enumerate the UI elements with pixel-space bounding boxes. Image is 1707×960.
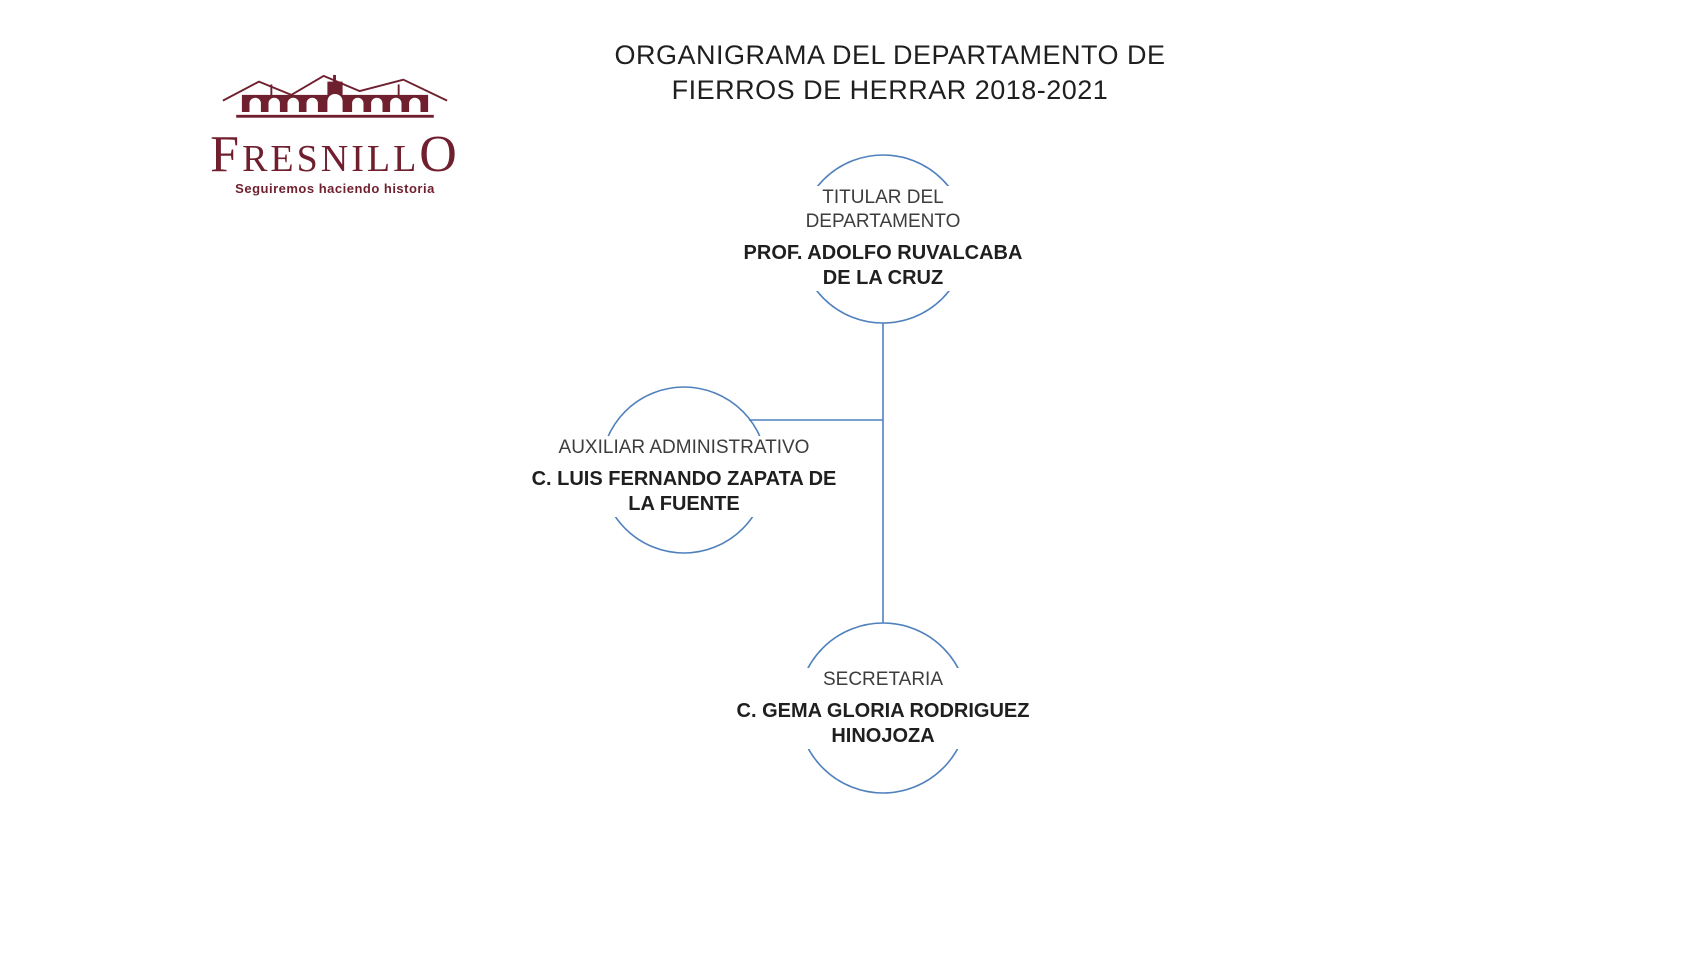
auxiliar-name-line2: LA FUENTE [628, 493, 740, 515]
titular-name: PROF. ADOLFO RUVALCABA DE LA CRUZ [744, 241, 1023, 291]
org-node-secretaria: SECRETARIA C. GEMA GLORIA RODRIGUEZ HINO… [728, 668, 1038, 749]
auxiliar-role: AUXILIAR ADMINISTRATIVO [532, 436, 837, 460]
org-node-titular: TITULAR DEL DEPARTAMENTO PROF. ADOLFO RU… [735, 186, 1031, 291]
page-title: ORGANIGRAMA DEL DEPARTAMENTO DE FIERROS … [614, 38, 1165, 108]
titular-role-line2: DEPARTAMENTO [805, 211, 961, 232]
titular-role: TITULAR DEL DEPARTAMENTO [744, 186, 1023, 234]
secretaria-name-line2: HINOJOZA [831, 725, 935, 747]
org-node-auxiliar: AUXILIAR ADMINISTRATIVO C. LUIS FERNANDO… [523, 436, 845, 517]
secretaria-name: C. GEMA GLORIA RODRIGUEZ HINOJOZA [737, 699, 1030, 749]
secretaria-role: SECRETARIA [737, 668, 1030, 692]
page-title-line1: ORGANIGRAMA DEL DEPARTAMENTO DE [614, 40, 1166, 70]
fresnillo-emblem-icon [222, 74, 448, 118]
titular-name-line2: DE LA CRUZ [822, 267, 944, 289]
auxiliar-name-line1: C. LUIS FERNANDO ZAPATA DE [531, 468, 837, 490]
wordmark-last-letter: O [419, 126, 460, 183]
wordmark-first-letter: F [210, 126, 243, 183]
page-title-line2: FIERROS DE HERRAR 2018-2021 [671, 75, 1109, 105]
secretaria-name-line1: C. GEMA GLORIA RODRIGUEZ [736, 700, 1030, 722]
wordmark-middle: RESNILL [242, 138, 420, 180]
fresnillo-wordmark: FRESNILLO [210, 129, 460, 181]
secretaria-role-line1: SECRETARIA [822, 669, 943, 690]
auxiliar-name: C. LUIS FERNANDO ZAPATA DE LA FUENTE [532, 467, 837, 517]
titular-role-line1: TITULAR DEL [822, 187, 944, 208]
titular-name-line1: PROF. ADOLFO RUVALCABA [743, 242, 1023, 264]
auxiliar-role-line1: AUXILIAR ADMINISTRATIVO [558, 437, 810, 458]
fresnillo-tagline: Seguiremos haciendo historia [235, 181, 435, 196]
fresnillo-logo: FRESNILLO Seguiremos haciendo historia [210, 72, 460, 197]
